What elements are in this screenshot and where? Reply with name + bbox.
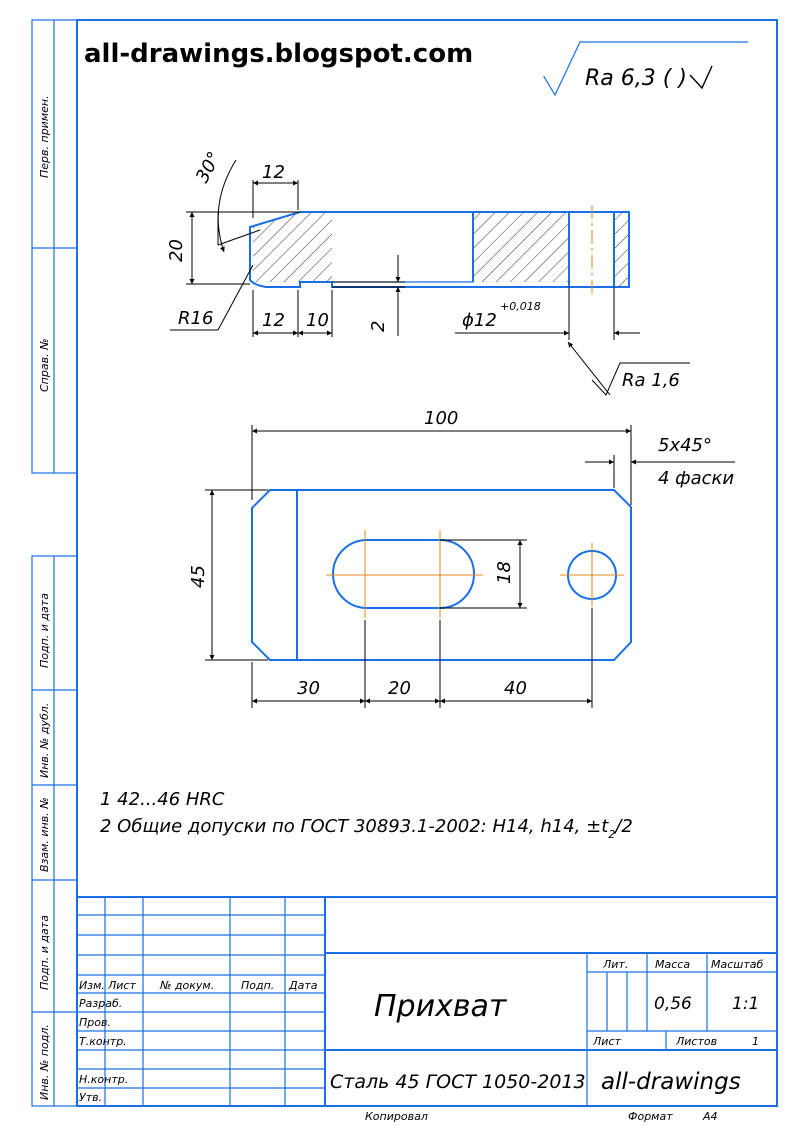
tb-massa: Масса <box>655 958 690 971</box>
tb-lit: Лит. <box>602 958 628 971</box>
part-name: Прихват <box>374 989 508 1024</box>
dim-top-width: 12 <box>262 162 285 183</box>
dim-hole-diameter: ϕ12 <box>462 310 497 331</box>
section-view <box>249 205 630 295</box>
roughness-general-label: Ra 6,3 ( ) <box>585 66 687 91</box>
dim-hole-tolerance: +0,018 <box>500 300 541 313</box>
dim-d3: 40 <box>504 678 527 699</box>
dim-plan-height: 45 <box>188 565 209 588</box>
tb-prov: Пров. <box>79 1016 111 1029</box>
side-label-sprav: Справ. № <box>38 338 51 392</box>
tb-head-dokum: № докум. <box>159 979 214 992</box>
roughness-general: Ra 6,3 ( ) <box>536 41 748 97</box>
tb-tkontr: Т.контр. <box>79 1035 127 1048</box>
dim-section-height: 20 <box>166 239 187 262</box>
dim-bottom-1: 12 <box>262 310 285 331</box>
plan-dimensions <box>205 425 735 708</box>
dim-radius: R16 <box>178 308 213 329</box>
dim-bottom-2: 10 <box>306 310 329 331</box>
tb-head-list: Лист <box>107 979 136 992</box>
material: Сталь 45 ГОСТ 1050-2013 <box>330 1071 586 1093</box>
dim-chamfer-note: 4 фаски <box>658 468 734 489</box>
organization: all-drawings <box>601 1069 741 1095</box>
side-label-vzam-inv: Взам. инв. № <box>38 797 51 872</box>
tb-nkontr: Н.контр. <box>79 1073 128 1086</box>
sheet-frame <box>31 19 778 1107</box>
dim-step: 2 <box>368 321 389 332</box>
side-label-podp-data-2: Подп. и дата <box>38 915 51 990</box>
tb-listov-value: 1 <box>752 1035 759 1048</box>
dim-angle: 30° <box>192 148 226 186</box>
site-banner: all-drawings.blogspot.com <box>80 32 544 76</box>
dim-slot-width: 18 <box>494 561 515 584</box>
section-dimensions <box>170 159 690 396</box>
mass-value: 0,56 <box>654 994 692 1014</box>
note-2: 2 Общие допуски по ГОСТ 30893.1-2002: H1… <box>100 816 633 841</box>
tb-masshtab: Масштаб <box>711 958 763 971</box>
tb-list: Лист <box>592 1035 621 1048</box>
scale-value: 1:1 <box>732 994 759 1014</box>
footer-format-value: А4 <box>702 1110 718 1123</box>
footer-format: Формат <box>628 1110 673 1123</box>
dim-overall-length: 100 <box>424 408 458 429</box>
roughness-hole-label: Ra 1,6 <box>622 370 680 391</box>
side-label-inv-dubl: Инв. № дубл. <box>38 703 51 778</box>
tb-razrab: Разраб. <box>79 997 122 1010</box>
side-label-inv-podl: Инв. № подл. <box>38 1024 51 1100</box>
dim-d2: 20 <box>388 678 411 699</box>
footer-kopiroval: Копировал <box>365 1110 428 1123</box>
tb-head-podp: Подп. <box>241 979 274 992</box>
tb-head-data: Дата <box>288 979 318 992</box>
side-label-podp-data-1: Подп. и дата <box>38 593 51 668</box>
note-1: 1 42...46 HRC <box>100 789 225 810</box>
side-label-perv-primen: Перв. примен. <box>38 95 51 178</box>
title-block <box>77 896 777 1106</box>
dim-d1: 30 <box>297 678 320 699</box>
tb-utv: Утв. <box>79 1091 102 1104</box>
plan-view <box>251 489 632 661</box>
tb-head-izm: Изм. <box>79 979 105 992</box>
dim-chamfer: 5x45° <box>658 435 712 456</box>
tb-listov: Листов <box>675 1035 717 1048</box>
check-mark-icon <box>689 65 713 90</box>
